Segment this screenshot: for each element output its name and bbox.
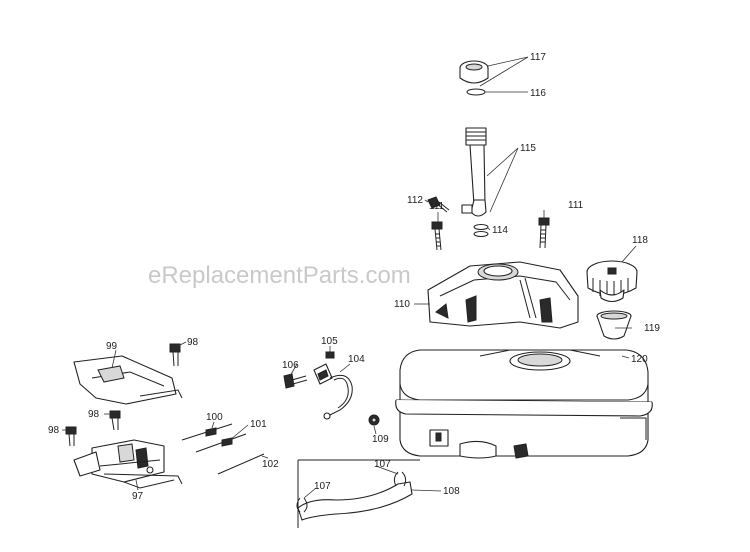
part-nut-109[interactable] <box>368 414 380 426</box>
callout-119: 119 <box>644 323 660 334</box>
callout-98-top: 98 <box>187 337 199 348</box>
callout-116: 116 <box>530 88 546 99</box>
part-bolt-98-top[interactable] <box>169 343 181 367</box>
part-fuel-strainer[interactable] <box>596 310 632 340</box>
part-link-102[interactable] <box>217 453 265 475</box>
callout-120: 120 <box>631 354 648 365</box>
part-bolt-106[interactable] <box>283 373 308 389</box>
callout-111-right: 111 <box>568 200 584 211</box>
callout-98-middle: 98 <box>88 409 100 420</box>
part-bolt-98-middle[interactable] <box>109 410 121 431</box>
part-spring-101[interactable] <box>195 433 247 453</box>
part-bolt-98-left[interactable] <box>65 426 77 447</box>
leader-lines <box>62 56 637 499</box>
fuel-line-box <box>297 459 420 528</box>
part-bolt-111-left[interactable] <box>431 221 443 251</box>
part-bolt-112[interactable] <box>427 196 450 213</box>
part-governor-lever-105[interactable] <box>313 351 335 385</box>
part-oil-fill-tube[interactable] <box>461 127 487 217</box>
watermark-text: eReplacementParts.com <box>148 262 411 289</box>
callout-102: 102 <box>262 459 279 470</box>
part-control-bracket[interactable] <box>73 439 183 489</box>
callout-labels: 117 116 115 112 114 111 111 118 110 119 … <box>48 52 660 502</box>
callout-107-right: 107 <box>374 459 391 470</box>
callout-100: 100 <box>206 412 223 423</box>
callout-97: 97 <box>132 491 144 502</box>
callout-105: 105 <box>321 336 338 347</box>
callout-114: 114 <box>492 225 508 236</box>
callout-118: 118 <box>632 235 648 246</box>
callout-111-left: 111 <box>429 201 445 212</box>
part-oil-fill-cap[interactable] <box>459 60 489 84</box>
callout-104: 104 <box>348 354 365 365</box>
callout-106: 106 <box>282 360 299 371</box>
part-clamp-107-right[interactable] <box>393 471 407 487</box>
part-tank-bracket[interactable] <box>427 261 579 329</box>
part-bolt-111-right[interactable] <box>538 217 550 249</box>
part-fuel-cap[interactable] <box>586 260 638 303</box>
callout-112: 112 <box>407 195 423 206</box>
part-governor-link-104[interactable] <box>323 374 353 420</box>
callout-110: 110 <box>394 299 410 310</box>
part-fuel-line[interactable] <box>297 481 413 521</box>
callout-101: 101 <box>250 419 267 430</box>
callout-99: 99 <box>106 341 118 352</box>
part-o-ring-116[interactable] <box>466 88 486 96</box>
callout-107-left: 107 <box>314 481 331 492</box>
part-bracket-99[interactable] <box>73 355 183 405</box>
callout-98-left: 98 <box>48 425 60 436</box>
part-o-rings-114[interactable] <box>473 224 489 237</box>
part-link-100[interactable] <box>181 423 233 441</box>
part-fuel-tank[interactable] <box>395 349 653 459</box>
part-clamp-107-left[interactable] <box>296 497 308 513</box>
callout-108: 108 <box>443 486 460 497</box>
callout-109: 109 <box>372 434 389 445</box>
callout-117: 117 <box>530 52 546 63</box>
callout-115: 115 <box>520 143 536 154</box>
